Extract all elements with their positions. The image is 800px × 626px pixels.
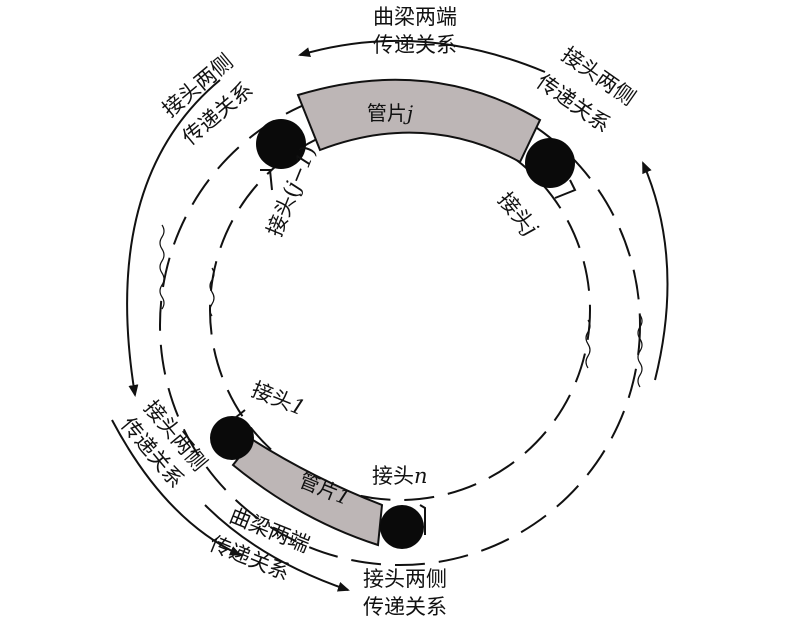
segment-1: [231, 438, 384, 547]
arrow-bottom-curved-beam: [204, 504, 350, 592]
joint-1-label: 接头1: [248, 377, 308, 420]
joint-j-minus-1-bracket: [260, 169, 273, 191]
bottom-right-joint-label-line2: 传递关系: [363, 595, 447, 619]
arrow-left-lower: [111, 419, 242, 556]
joint-j-bracket: [554, 179, 577, 199]
joint-1: [210, 416, 254, 460]
top-curved-beam-label-line1: 曲梁两端: [373, 5, 457, 29]
top-curved-beam-label-line2: 传递关系: [373, 33, 457, 57]
arrow-right-side: [642, 161, 669, 381]
bottom-right-joint-label-line1: 接头两侧: [363, 567, 447, 591]
joint-n-bracket: [419, 504, 426, 535]
joint-j-label: 接头j: [493, 188, 543, 241]
arrow-top-curved-beam: [298, 39, 546, 73]
break-mark-left-inner: [209, 267, 215, 317]
joint-n: [380, 505, 424, 549]
joint-j-minus-1: [256, 119, 306, 169]
outer-dashed-ring: [159, 84, 641, 566]
joint-1-bracket: [234, 409, 246, 419]
break-mark-left-outer: [159, 224, 165, 310]
segment-j-label: 管片j: [367, 101, 413, 125]
segment-j: [296, 78, 542, 164]
joint-j: [525, 138, 575, 188]
break-mark-right-outer: [637, 314, 643, 388]
break-mark-right-inner: [585, 319, 591, 369]
arrow-left-side: [126, 79, 221, 397]
joint-n-label: 接头n: [372, 464, 428, 488]
